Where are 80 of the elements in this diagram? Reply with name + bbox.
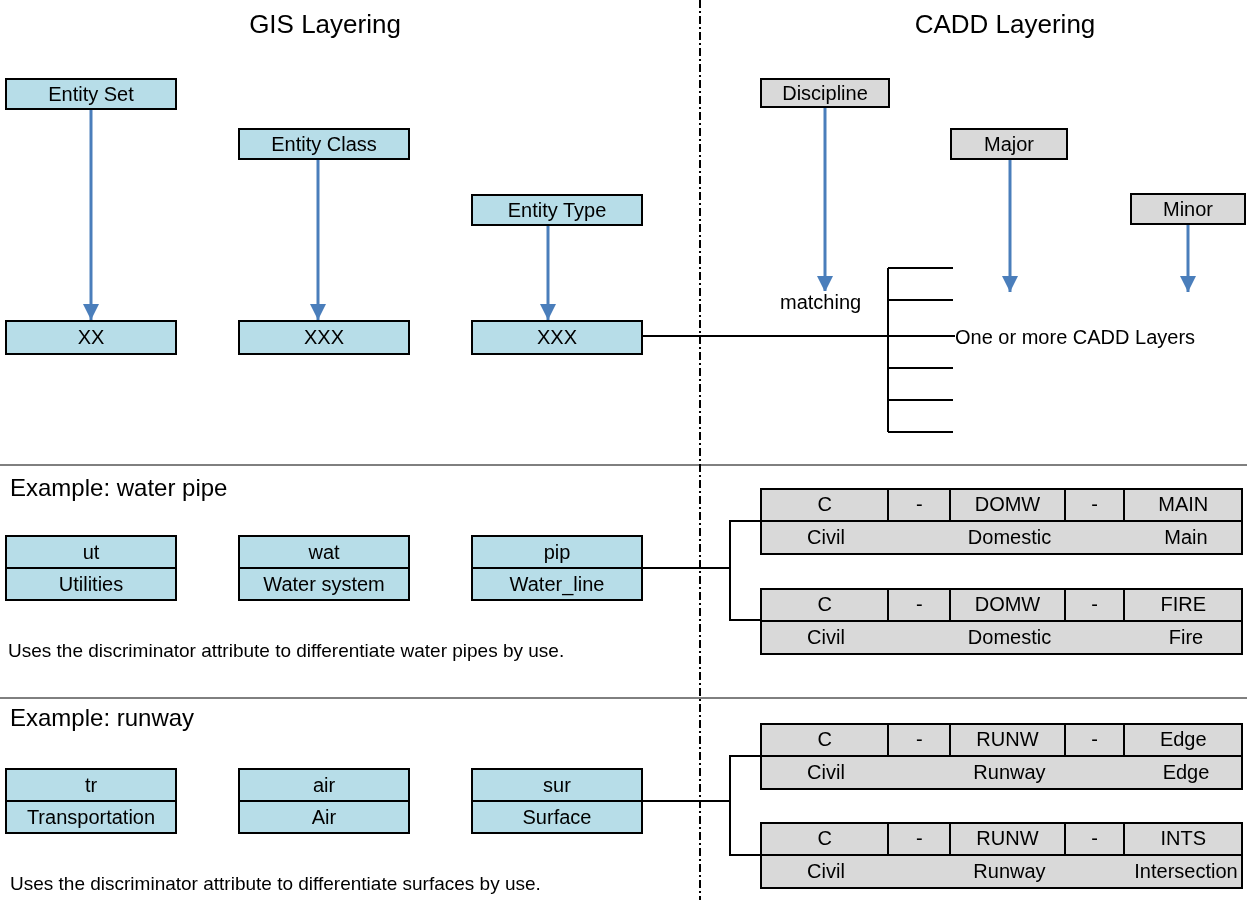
layer-name: Fire [1167, 624, 1205, 650]
layer-code: DOMW [951, 590, 1066, 622]
layer-code: - [1065, 824, 1126, 856]
layer-code: - [1065, 490, 1126, 522]
layer-name: Runway [972, 858, 1047, 884]
layer-box: Entity Set [5, 78, 177, 110]
arrow [1002, 160, 1018, 292]
layer-box: Major [950, 128, 1068, 160]
layer-code: C [762, 725, 890, 757]
cadd-layer-table [760, 822, 1243, 889]
layer-code: wat [240, 537, 408, 569]
layer-code: tr [7, 770, 175, 802]
layer-code: - [1065, 725, 1126, 757]
layer-code: MAIN [1125, 490, 1243, 522]
connector-line [642, 800, 761, 856]
layer-code: - [889, 490, 952, 522]
layer-box: XX [5, 320, 177, 355]
layer-box: Minor [1130, 193, 1246, 225]
layer-name: Water system [262, 571, 386, 597]
layer-code: - [889, 824, 952, 856]
layer-box: Entity Class [238, 128, 410, 160]
layer-name: Main [1163, 524, 1209, 550]
edge-label: matching [780, 291, 862, 314]
layer-box [5, 535, 177, 601]
layer-box [471, 768, 643, 834]
layer-name: Edge [1161, 759, 1211, 785]
arrow [83, 110, 99, 320]
layer-name: Civil [806, 624, 846, 650]
layer-name: Domestic [966, 524, 1053, 550]
layer-name: Utilities [57, 571, 125, 597]
note-text: Uses the discriminator attribute to differentiate surfaces by use. [10, 872, 541, 895]
layer-name: Transportation [25, 804, 157, 830]
example-heading: Example: runway [10, 703, 195, 732]
layer-note-text: One or more CADD Layers [955, 292, 1237, 352]
layer-name: Water_line [508, 571, 606, 598]
connector-line [642, 567, 761, 621]
layer-code: pip [473, 537, 641, 569]
arrow [310, 160, 326, 320]
connector-line [642, 335, 956, 337]
layer-name: Civil [806, 759, 846, 785]
layer-box: Entity Type [471, 194, 643, 226]
layer-code: air [240, 770, 408, 802]
layer-code: RUNW [951, 725, 1066, 757]
cadd-layer-table [760, 488, 1243, 555]
layer-box: XXX [471, 320, 643, 355]
layer-name: Runway [972, 759, 1047, 785]
layer-code: INTS [1125, 824, 1243, 856]
layer-code: FIRE [1125, 590, 1243, 622]
layer-box [471, 535, 643, 601]
layer-box [238, 768, 410, 834]
layer-name: Civil [806, 858, 846, 884]
layer-code: C [762, 490, 890, 522]
layer-name: Surface [521, 804, 593, 830]
layer-code: - [1065, 590, 1126, 622]
layer-box: Discipline [760, 78, 890, 108]
layer-name: Air [310, 804, 338, 830]
arrow [817, 108, 833, 292]
layer-name: Domestic [966, 624, 1053, 650]
arrow [1180, 225, 1196, 292]
section-heading: CADD Layering [914, 9, 1096, 41]
layer-code: RUNW [951, 824, 1066, 856]
layer-code: sur [473, 770, 641, 802]
arrow [540, 226, 556, 320]
layer-code: Edge [1125, 725, 1243, 757]
layer-code: ut [7, 537, 175, 569]
layer-code: - [889, 590, 952, 622]
layer-box [5, 768, 177, 834]
layer-box [238, 535, 410, 601]
section-heading: GIS Layering [249, 9, 401, 41]
layer-code: DOMW [951, 490, 1066, 522]
layer-name: Intersection [1133, 858, 1239, 884]
example-heading: Example: water pipe [10, 473, 228, 502]
layer-code: - [889, 725, 952, 757]
layer-code: C [762, 824, 890, 856]
cadd-layer-table [760, 588, 1243, 655]
layer-name: Civil [806, 524, 846, 550]
cadd-layer-table [760, 723, 1243, 790]
layer-box: XXX [238, 320, 410, 355]
note-text: Uses the discriminator attribute to differentiate water pipes by use. [8, 639, 565, 662]
layer-code: C [762, 590, 890, 622]
